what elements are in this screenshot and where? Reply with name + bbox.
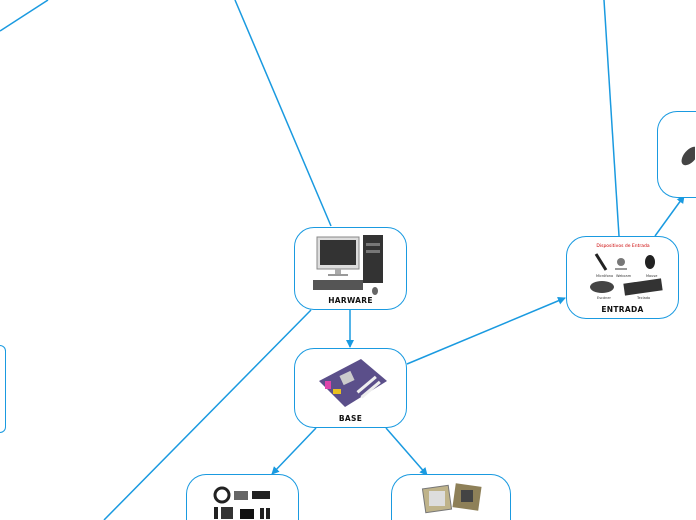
image-caption: Escáner (597, 296, 611, 300)
input-devices-image: Dispositivos de Entrada Micrófono Webcam… (589, 243, 663, 300)
connector (234, 0, 332, 227)
connector (0, 0, 49, 32)
node-base[interactable]: BASE (294, 348, 407, 428)
node-processors[interactable] (391, 474, 511, 520)
node-label: HARWARE (328, 296, 373, 305)
connector (603, 0, 620, 237)
image-title: Dispositivos de Entrada (596, 243, 649, 249)
image-caption: Teclado (636, 296, 650, 300)
node-left-partial[interactable] (0, 345, 6, 433)
desktop-computer-icon (312, 235, 383, 295)
image-caption: Webcam (616, 274, 632, 278)
mouse-icon (681, 146, 695, 166)
connector (271, 427, 317, 475)
output-devices-icon (213, 486, 270, 519)
connector (654, 195, 685, 237)
node-hardware[interactable]: HARWARE (294, 227, 407, 310)
image-caption: Micrófono (596, 274, 613, 278)
image-caption: Mouse (646, 274, 657, 278)
processors-icon (421, 483, 482, 514)
connector (406, 297, 566, 365)
node-mouse[interactable] (657, 111, 696, 198)
node-output-devices[interactable] (186, 474, 299, 520)
node-label: BASE (338, 414, 363, 423)
motherboard-icon (318, 359, 387, 407)
connector (103, 309, 312, 520)
connector (385, 427, 428, 476)
node-label: ENTRADA (601, 305, 644, 314)
node-entrada[interactable]: Dispositivos de Entrada Micrófono Webcam… (566, 236, 679, 319)
